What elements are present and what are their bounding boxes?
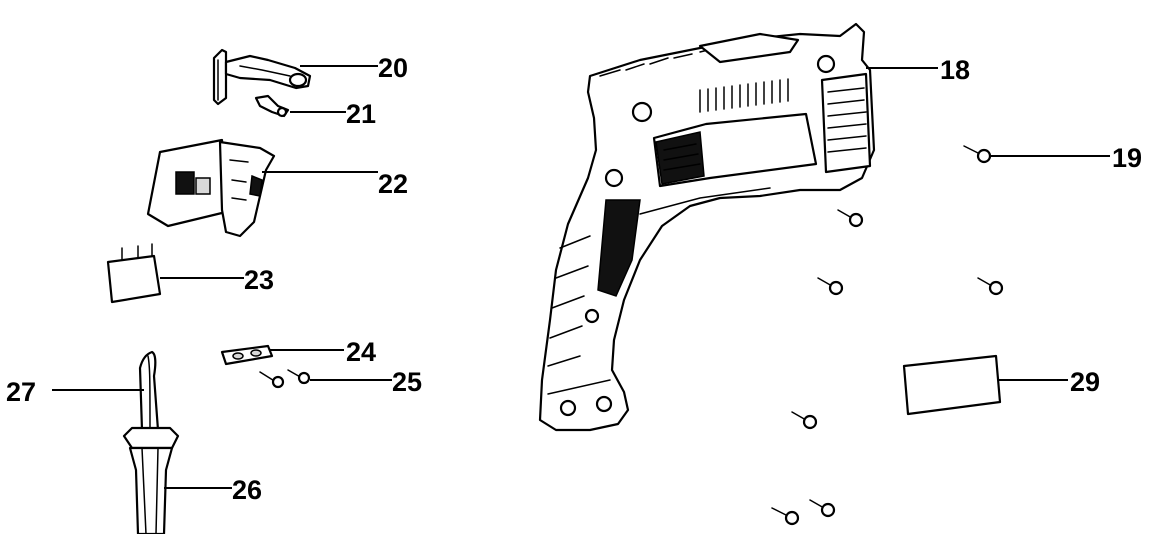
- part-26-cord-guard: [122, 426, 180, 534]
- callout-label-29: 29: [1070, 367, 1100, 397]
- callout-label-26: 26: [232, 475, 262, 505]
- callout-label-23: 23: [244, 265, 274, 295]
- part-20-switch-lever: [212, 48, 312, 106]
- callout-label-20: 20: [378, 53, 408, 83]
- callout-label-19: 19: [1112, 143, 1142, 173]
- part-21-spring: [254, 94, 290, 118]
- part-24-cord-clamp: [220, 344, 274, 366]
- callout-label-22: 22: [378, 169, 408, 199]
- part-25-screws: [259, 369, 311, 389]
- callout-label-24: 24: [346, 337, 376, 367]
- part-29-label-plate: [902, 354, 1002, 416]
- part-22-trigger-switch: [146, 138, 276, 238]
- part-23-capacitor: [106, 243, 162, 304]
- callout-label-18: 18: [940, 55, 970, 85]
- part-19-screws: [771, 145, 1004, 526]
- part-18-housing: [538, 22, 876, 432]
- callout-label-21: 21: [346, 99, 376, 129]
- callout-label-25: 25: [392, 367, 422, 397]
- part-27-power-cord: [138, 350, 160, 432]
- callout-label-27: 27: [6, 377, 36, 407]
